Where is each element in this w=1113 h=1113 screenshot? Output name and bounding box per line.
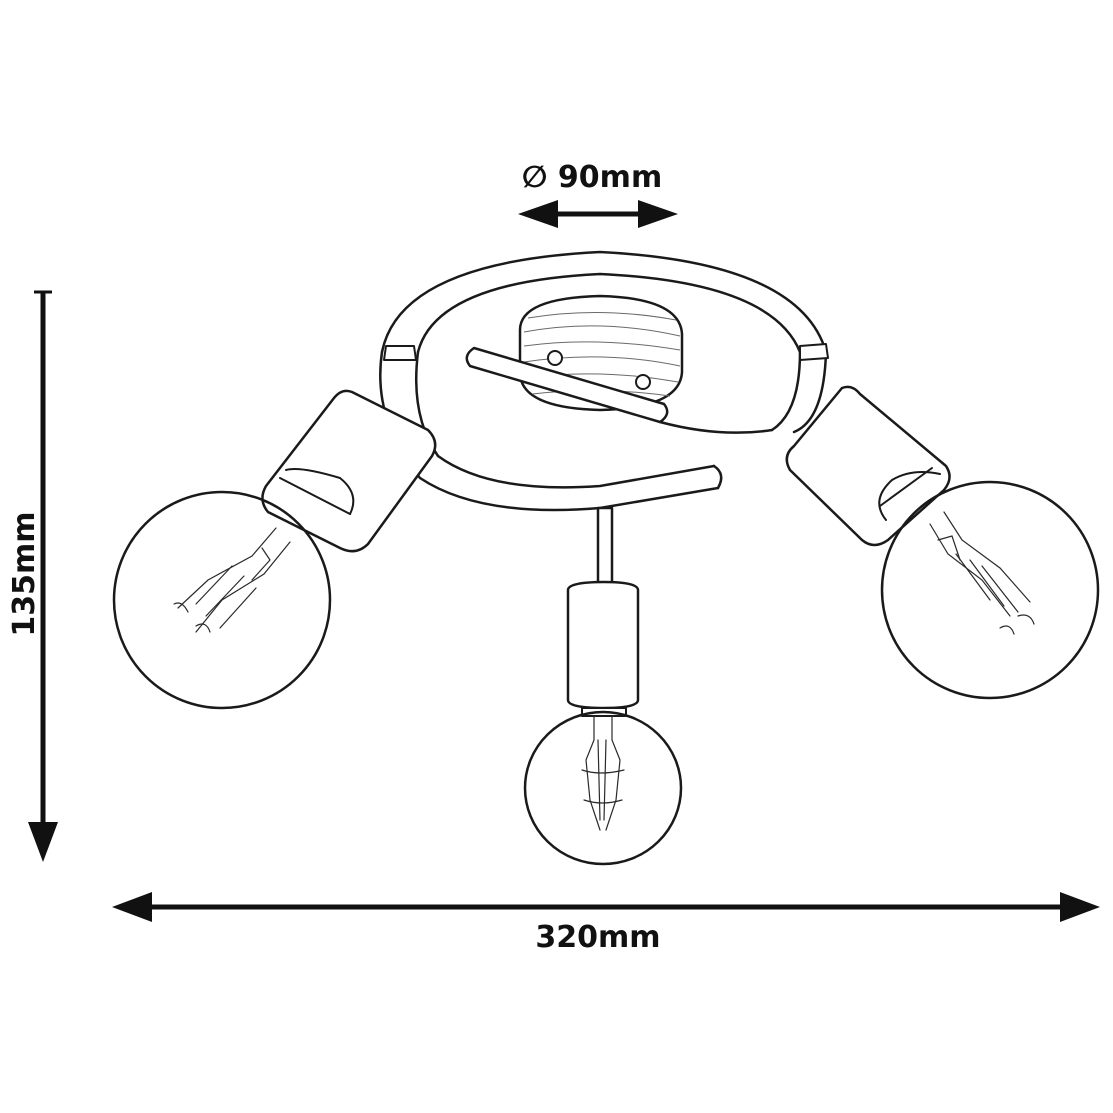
diameter-dimension: ∅ 90mm: [518, 160, 678, 228]
diameter-arrow-right: [638, 200, 678, 228]
width-dimension: 320mm: [112, 892, 1100, 955]
diameter-label: ∅ 90mm: [522, 160, 662, 195]
left-light: [112, 389, 437, 710]
center-light: [523, 506, 683, 866]
height-label: 135mm: [7, 511, 42, 636]
ceiling-lamp-illustration: [112, 250, 1100, 866]
diameter-arrow-left: [518, 200, 558, 228]
right-light: [785, 385, 1100, 700]
height-arrow-head: [28, 822, 58, 862]
width-arrow-left: [112, 892, 152, 922]
spiral-arm: [379, 250, 829, 512]
width-arrow-right: [1060, 892, 1100, 922]
width-label: 320mm: [535, 920, 660, 955]
height-dimension: 135mm: [7, 290, 58, 862]
